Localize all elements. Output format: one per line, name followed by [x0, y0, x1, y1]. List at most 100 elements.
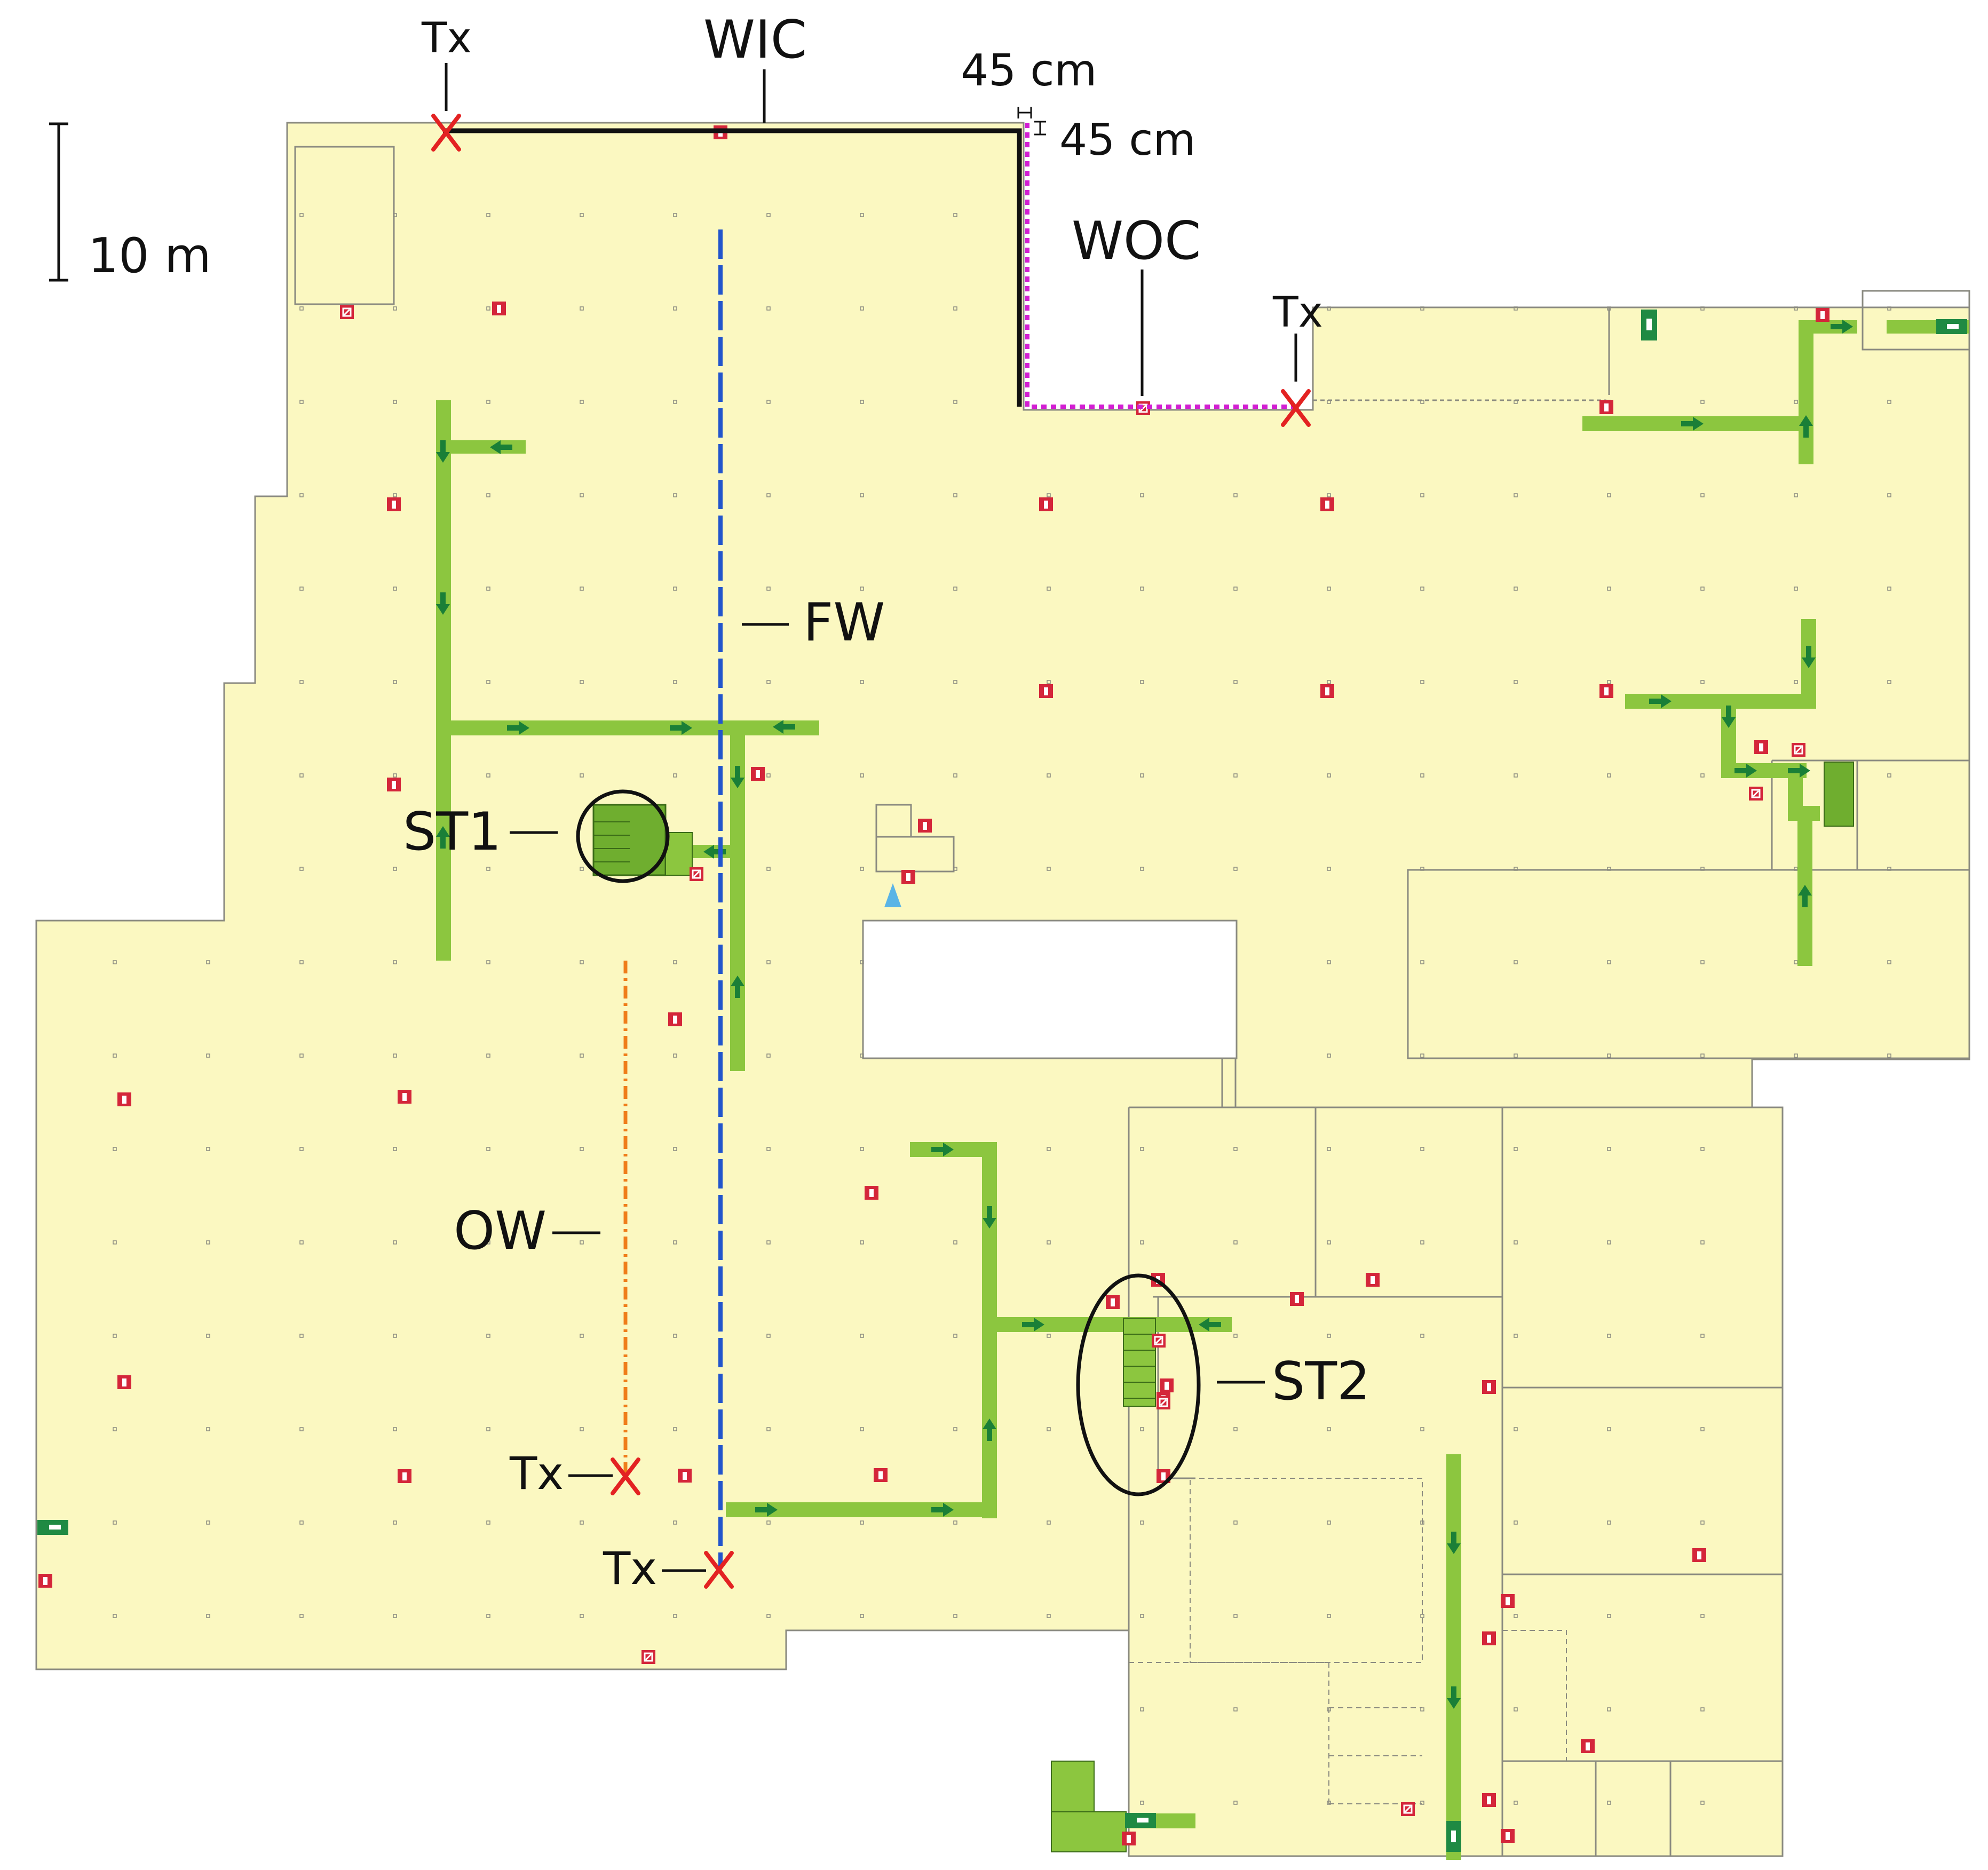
- grid-point: [953, 493, 957, 497]
- grid-point: [1420, 867, 1424, 871]
- grid-point: [673, 213, 677, 217]
- grid-point: [1233, 1801, 1238, 1805]
- grid-point: [486, 1427, 490, 1431]
- grid-point: [766, 773, 771, 778]
- grid-point: [1607, 1801, 1611, 1805]
- grid-point: [1514, 960, 1518, 964]
- grid-point: [766, 1240, 771, 1245]
- fire-extinguisher-icon: [398, 1469, 411, 1483]
- grid-point: [393, 1520, 397, 1525]
- grid-point: [1607, 1053, 1611, 1058]
- tx-label: Tx: [509, 1447, 564, 1500]
- grid-point: [1233, 1520, 1238, 1525]
- direction-arrow-icon: [1798, 885, 1812, 907]
- grid-point: [580, 587, 584, 591]
- grid-point: [1420, 493, 1424, 497]
- grid-point: [206, 960, 210, 964]
- fire-extinguisher-icon: [1039, 497, 1053, 511]
- grid-point: [1420, 960, 1424, 964]
- st2-label: ST2: [1272, 1351, 1370, 1412]
- grid-point: [1607, 306, 1611, 311]
- direction-arrow-icon: [436, 592, 450, 615]
- tx-markers: [431, 114, 1311, 1589]
- grid-point: [1514, 1427, 1518, 1431]
- courtyard-void: [862, 920, 1238, 1059]
- floor-area: [35, 122, 1970, 1857]
- grid-point: [1514, 1240, 1518, 1245]
- grid-point: [1607, 1334, 1611, 1338]
- grid-point: [1700, 773, 1705, 778]
- grid-point: [1607, 680, 1611, 684]
- direction-arrow-icon: [490, 440, 512, 454]
- grid-point: [1514, 1053, 1518, 1058]
- exit-sign-icon: [1641, 310, 1657, 340]
- grid-point: [299, 867, 304, 871]
- grid-point: [1420, 587, 1424, 591]
- grid-point: [486, 1334, 490, 1338]
- grid-point: [393, 213, 397, 217]
- grid-point: [1327, 587, 1331, 591]
- grid-point: [206, 1240, 210, 1245]
- grid-point: [393, 680, 397, 684]
- grid-point: [1514, 587, 1518, 591]
- grid-point: [1514, 1147, 1518, 1151]
- grid-point: [673, 1147, 677, 1151]
- grid-point: [1420, 1240, 1424, 1245]
- scale-bar-label: 10 m: [88, 228, 211, 284]
- grid-point: [580, 400, 584, 404]
- grid-point: [1047, 1147, 1051, 1151]
- grid-point: [206, 1053, 210, 1058]
- grid-point: [1420, 1147, 1424, 1151]
- grid-point: [1700, 1707, 1705, 1711]
- direction-arrow-icon: [1199, 1318, 1221, 1332]
- tx-cross-icon: [611, 1457, 640, 1495]
- grid-point: [393, 1240, 397, 1245]
- grid-point: [393, 400, 397, 404]
- grid-point: [393, 306, 397, 311]
- grid-point: [673, 306, 677, 311]
- grid-point: [673, 960, 677, 964]
- tx-cross-icon: [704, 1551, 734, 1589]
- grid-point: [953, 1520, 957, 1525]
- grid-point: [1047, 1520, 1051, 1525]
- grid-point: [860, 306, 864, 311]
- grid-point: [1327, 1614, 1331, 1618]
- grid-point: [766, 1427, 771, 1431]
- grid-point: [580, 867, 584, 871]
- grid-point: [1140, 1240, 1144, 1245]
- grid-point: [1700, 1614, 1705, 1618]
- ow-label: OW: [454, 1201, 546, 1262]
- grid-point: [1047, 1334, 1051, 1338]
- grid-point: [1327, 680, 1331, 684]
- direction-arrow-icon: [1799, 415, 1813, 438]
- fire-extinguisher-icon: [1754, 740, 1768, 754]
- direction-arrow-icon: [1447, 1532, 1461, 1554]
- grid-point: [766, 587, 771, 591]
- grid-point: [1700, 867, 1705, 871]
- grid-point: [1047, 493, 1051, 497]
- grid-point: [113, 1240, 117, 1245]
- grid-point: [486, 493, 490, 497]
- fire-extinguisher-icon: [1039, 684, 1053, 698]
- grid-point: [486, 1520, 490, 1525]
- grid-point: [393, 1614, 397, 1618]
- direction-arrow-icon: [670, 721, 692, 735]
- grid-point: [393, 1147, 397, 1151]
- grid-point: [486, 1053, 490, 1058]
- grid-point: [1233, 773, 1238, 778]
- grid-point: [393, 1053, 397, 1058]
- fire-extinguisher-icon: [1599, 400, 1613, 414]
- grid-point: [860, 400, 864, 404]
- grid-point: [1514, 773, 1518, 778]
- grid-point: [1700, 1520, 1705, 1525]
- fire-extinguisher-icon: [874, 1468, 888, 1482]
- direction-arrow-icon: [1447, 1686, 1461, 1709]
- grid-point: [580, 960, 584, 964]
- grid-point: [580, 493, 584, 497]
- grid-point: [1327, 867, 1331, 871]
- grid-point: [1607, 1427, 1611, 1431]
- grid-point: [1047, 1614, 1051, 1618]
- grid-point: [953, 680, 957, 684]
- grid-point: [1514, 867, 1518, 871]
- escape-route: [1799, 320, 1813, 464]
